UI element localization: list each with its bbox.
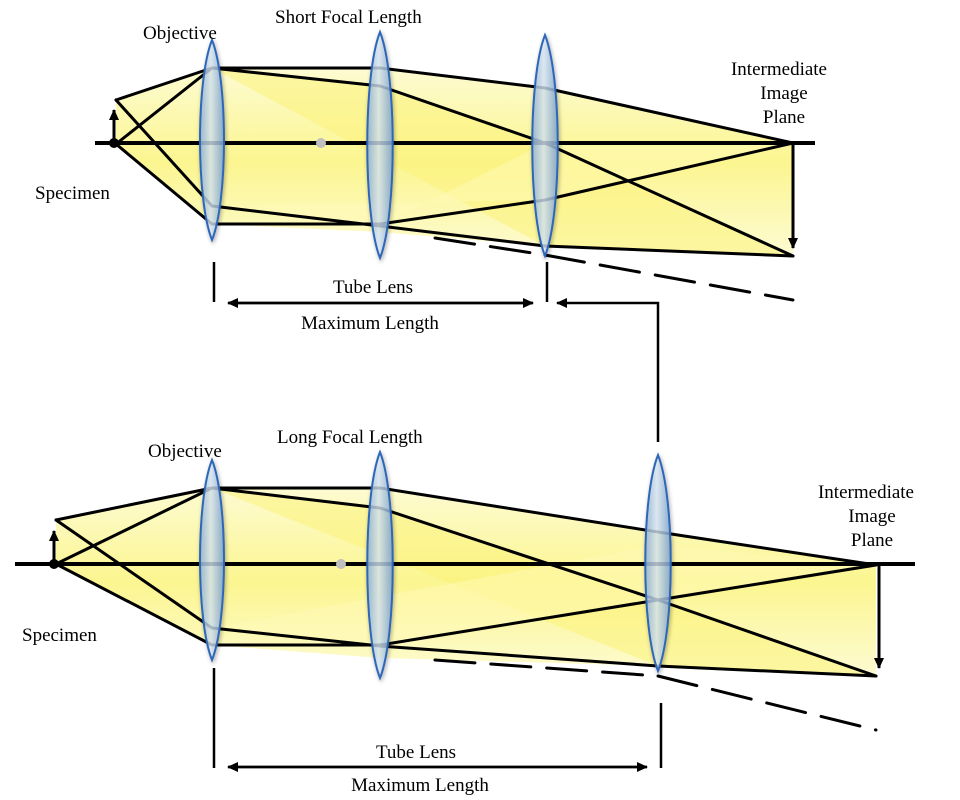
bottom-specimen-label: Specimen — [22, 625, 97, 646]
bottom-diagram: Objective Long Focal Length Specimen Int… — [15, 427, 915, 796]
bottom-objective-lens — [199, 457, 225, 663]
top-max-length-label: Maximum Length — [301, 313, 439, 334]
top-image-plane-label-2: Image — [760, 83, 807, 104]
top-image-plane-label-3: Plane — [763, 107, 805, 128]
bottom-tube-lens-label: Tube Lens — [376, 742, 456, 763]
bottom-image-plane-label-2: Image — [848, 506, 895, 527]
bottom-tube-lens-long — [644, 452, 672, 674]
top-image-plane-label-1: Intermediate — [731, 59, 827, 80]
bottom-intermediate-lens — [366, 449, 394, 681]
top-diagram: Objective Short Focal Length Specimen In… — [35, 7, 827, 334]
bottom-image-plane-label-3: Plane — [851, 530, 893, 551]
bottom-objective-label: Objective — [148, 441, 222, 462]
bottom-focal-length-label: Long Focal Length — [277, 427, 423, 448]
connector-line — [570, 301, 660, 442]
bottom-max-length-label: Maximum Length — [351, 775, 489, 796]
top-specimen-point — [109, 138, 119, 148]
top-focal-length-label: Short Focal Length — [275, 7, 422, 28]
top-tube-lens-label: Tube Lens — [333, 277, 413, 298]
top-tube-lens-short — [366, 29, 394, 261]
top-objective-label: Objective — [143, 23, 217, 44]
bottom-image-plane-label-1: Intermediate — [818, 482, 914, 503]
top-tube-lens-alt — [531, 32, 559, 259]
bottom-specimen-point — [49, 559, 59, 569]
top-specimen-label: Specimen — [35, 183, 110, 204]
top-objective-lens — [199, 37, 225, 243]
